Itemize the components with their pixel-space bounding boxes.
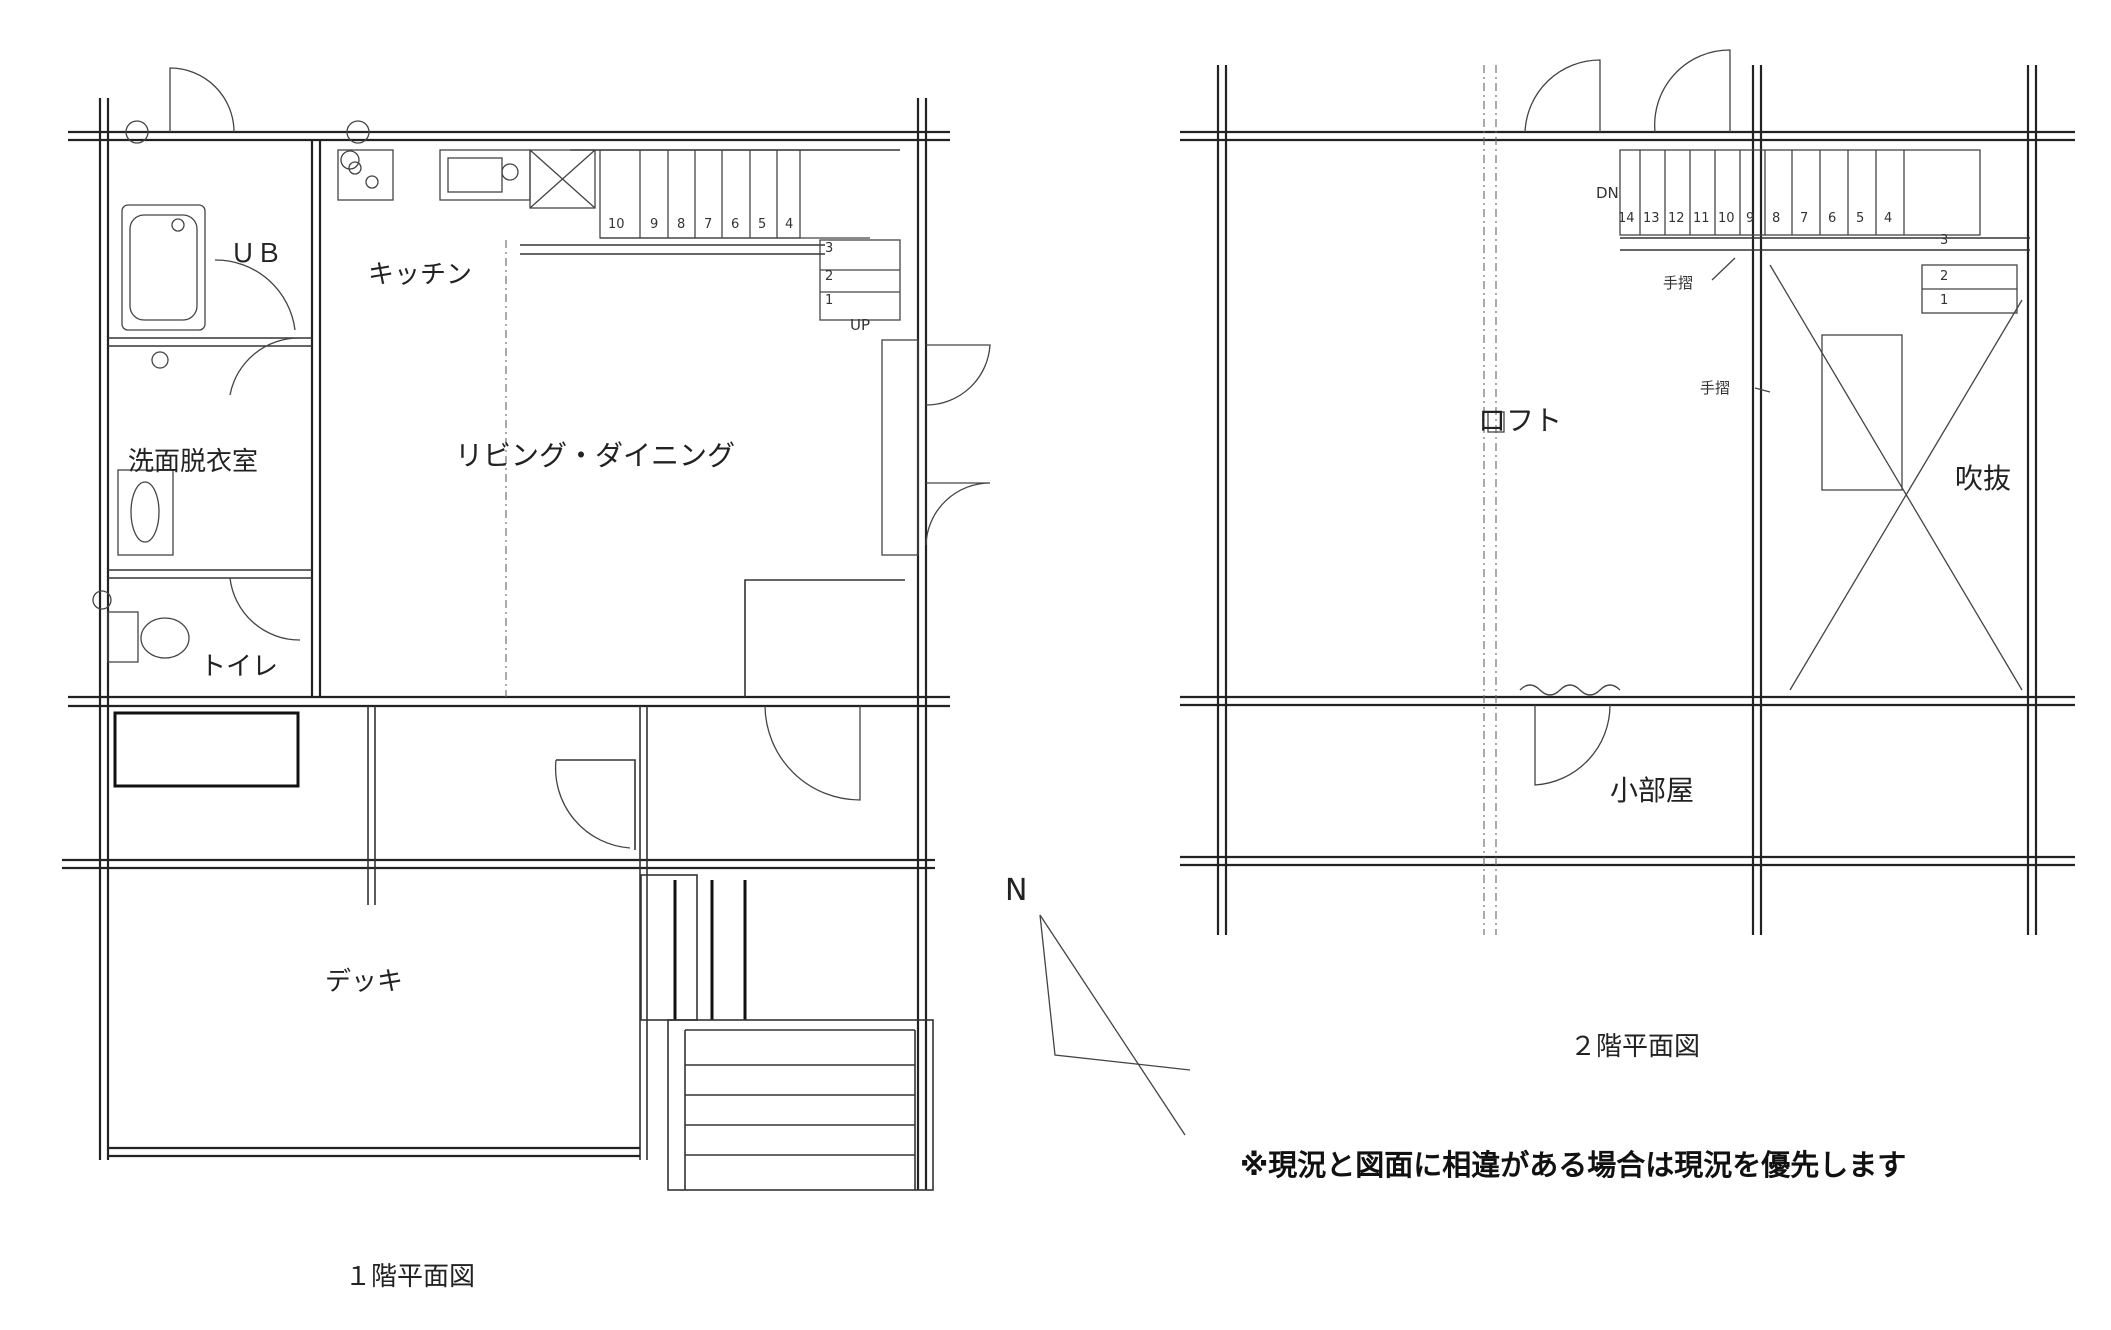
- step-number: 13: [1643, 211, 1660, 226]
- void-label: 吹抜: [1955, 462, 2011, 495]
- loft-label: ロフト: [1478, 404, 1562, 437]
- step-number: 6: [731, 217, 739, 232]
- step-number: 6: [1828, 211, 1836, 226]
- floor2-doors: [1519, 49, 1731, 786]
- step-number: 4: [785, 217, 793, 232]
- step-number: 14: [1618, 211, 1635, 226]
- step-number: 5: [1856, 211, 1864, 226]
- floor2-walls: [1180, 65, 2075, 935]
- deck-label: デッキ: [325, 967, 403, 997]
- toilet-fixture: [107, 611, 190, 663]
- step-number: 3: [825, 241, 833, 256]
- floor1-walls: [62, 98, 950, 1191]
- step-number: 9: [1746, 211, 1754, 226]
- north-arrow: N: [1005, 873, 1191, 1136]
- ub-label: ＵＢ: [230, 239, 282, 269]
- north-label: N: [1005, 873, 1027, 908]
- floor1-doors: [169, 67, 991, 801]
- handrail-leader: [1711, 257, 1736, 281]
- step-number: 8: [1772, 211, 1780, 226]
- step-number: 1: [825, 293, 833, 308]
- kitchen-label: キッチン: [368, 260, 472, 290]
- floor1-step-numbers: 10 9 8 7 6 5 4 3 2 1: [608, 217, 833, 308]
- void-area: [1769, 264, 2023, 691]
- step-number: 7: [1800, 211, 1808, 226]
- handrail-leader: [1754, 387, 1771, 393]
- floor1-posts: [92, 120, 370, 610]
- step-number: 2: [825, 269, 833, 284]
- step-number: 4: [1884, 211, 1892, 226]
- floor2-caption: ２階平面図: [1570, 1032, 1700, 1062]
- floor2-stair-treads: [1639, 150, 2017, 290]
- floor2-step-numbers: 14 13 12 11 10 9 8 7 6 5 4 3 2 1: [1618, 211, 1948, 308]
- handrail-label: 手摺: [1700, 379, 1730, 397]
- living-dining-label: リビング・ダイニング: [455, 439, 735, 472]
- step-number: 10: [1718, 211, 1735, 226]
- floor1-plan: ＵＢ キッチン 洗面脱衣室 リビング・ダイニング トイレ デッキ UP 10 9…: [62, 67, 991, 1292]
- step-number: 5: [758, 217, 766, 232]
- bathtub: [121, 204, 206, 331]
- notice-text: ※現況と図面に相違がある場合は現況を優先します: [1240, 1148, 1906, 1182]
- small-room-label: 小部屋: [1610, 774, 1694, 807]
- step-number: 10: [608, 217, 625, 232]
- toilet-label: トイレ: [200, 652, 278, 682]
- step-number: 8: [677, 217, 685, 232]
- floor2-plan: ロフト 吹抜 小部屋 DN 手摺 手摺 14 13 12 11 10 9 8 7…: [1180, 49, 2075, 1062]
- stair-down-label: DN: [1596, 184, 1619, 202]
- step-number: 12: [1668, 211, 1685, 226]
- step-number: 2: [1940, 269, 1948, 284]
- step-number: 3: [1940, 233, 1948, 248]
- kitchen-sink: [337, 149, 596, 209]
- washroom-label: 洗面脱衣室: [128, 447, 258, 477]
- step-number: 9: [650, 217, 658, 232]
- step-number: 1: [1940, 293, 1948, 308]
- step-number: 11: [1693, 211, 1710, 226]
- stair-up-label: UP: [850, 316, 870, 334]
- step-number: 7: [704, 217, 712, 232]
- floor1-caption: １階平面図: [345, 1262, 475, 1292]
- handrail-label: 手摺: [1663, 274, 1693, 292]
- floor1-stair: [600, 150, 900, 293]
- wash-basin: [117, 469, 174, 556]
